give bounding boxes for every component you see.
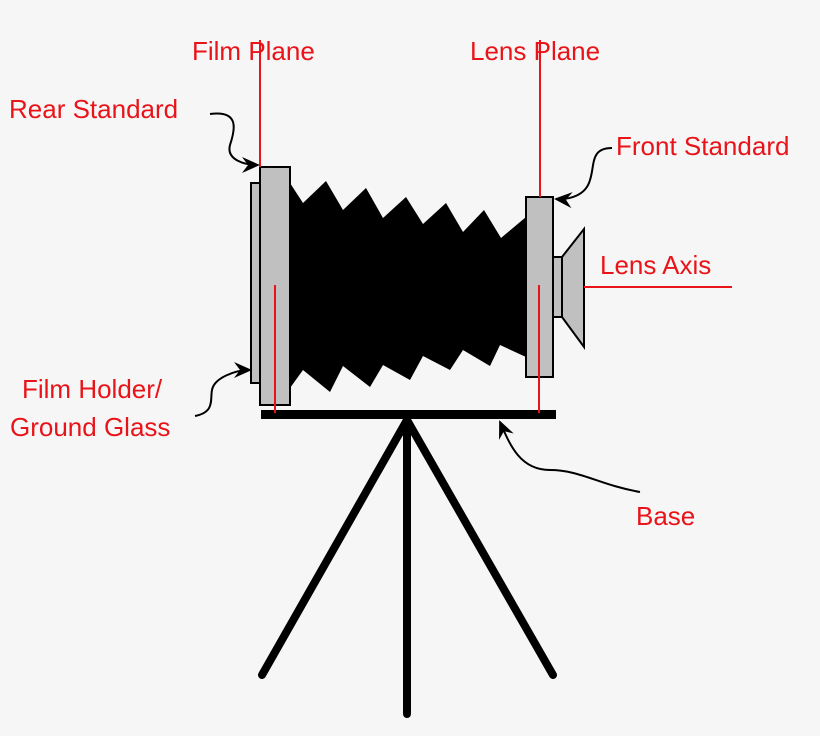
label-lens-axis: Lens Axis [600, 250, 711, 280]
label-rear-standard: Rear Standard [9, 94, 178, 124]
front-standard-arrow [554, 147, 613, 209]
label-lens-plane: Lens Plane [470, 36, 600, 66]
label-film-holder: Film Holder/ [22, 374, 163, 404]
rear-standard-arrow [209, 112, 260, 173]
reference-lines [259, 40, 732, 413]
film-holder-arrow [194, 362, 252, 417]
bellows [290, 181, 526, 392]
label-front-standard: Front Standard [616, 131, 789, 161]
film-holder [250, 182, 261, 384]
lens [561, 226, 585, 351]
tripod-leg-left [258, 416, 411, 679]
base-arrow [499, 420, 641, 493]
label-film-plane: Film Plane [192, 36, 315, 66]
base-rail [261, 410, 556, 419]
tripod [258, 416, 557, 718]
lens-board [552, 256, 563, 318]
label-ground-glass: Ground Glass [10, 412, 170, 442]
label-base: Base [636, 501, 695, 531]
tripod-leg-right [403, 416, 557, 679]
